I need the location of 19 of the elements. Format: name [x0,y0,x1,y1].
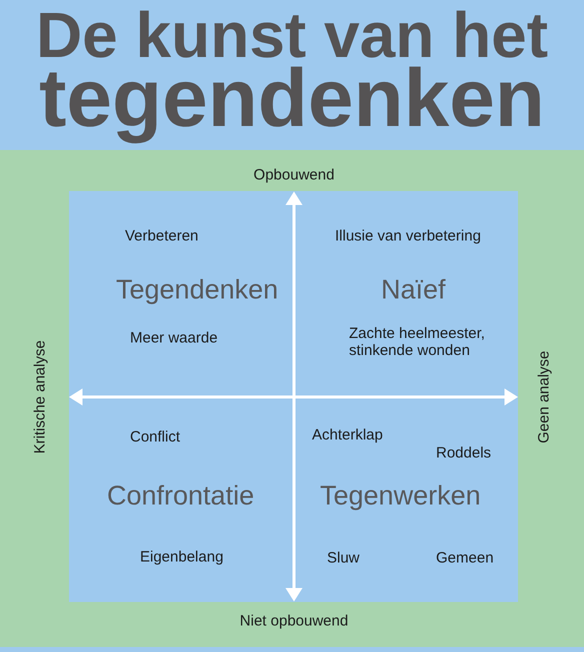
quadrant-term: Illusie van verbetering [335,228,481,244]
axis-label: Niet opbouwend [240,612,348,630]
quadrant-heading: Naïef [381,274,446,306]
quadrant-term: Roddels [436,444,492,462]
quadrant-term: Conflict [130,428,180,446]
title: De kunst van het tegendenken [34,3,550,146]
quadrant-term: Sluw [327,550,360,566]
quadrant-term: Verbeteren [125,228,198,244]
quadrant-term: Eigenbelang [140,548,224,566]
quadrant-heading: Tegendenken [116,274,278,306]
quadrant-term: Achterklap [312,426,383,444]
quadrant-heading: Tegenwerken [320,480,481,512]
axis-label: Geen analyse [535,350,553,444]
axis-label: Kritische analyse [31,340,49,454]
quadrant-term: Zachte heelmeester, stinkende wonden [349,325,486,359]
axis-label: Opbouwend [254,166,334,184]
quadrant-term: Gemeen [436,550,494,566]
quadrant-term: Meer waarde [130,330,218,346]
quadrant-heading: Confrontatie [107,480,254,512]
